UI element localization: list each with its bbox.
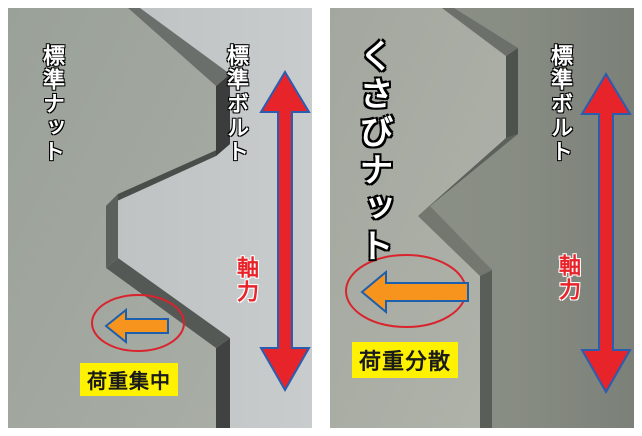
axial-force-label: 軸力: [555, 254, 580, 302]
thread-flank: [106, 144, 230, 206]
load-left-arrow: [360, 269, 469, 315]
wedge-nut-panel: くさびナット 標準ボルト 軸力 荷重分散: [330, 8, 634, 428]
standard-nut-label: 標準ナット: [39, 44, 64, 164]
thread-flank: [216, 338, 230, 428]
standard-nut-panel: 標準ナット 標準ボルト 軸力 荷重集中: [8, 8, 312, 428]
thread-flank: [106, 258, 230, 348]
load-concentration-highlight: [91, 294, 185, 352]
wedge-thread-illustration: [330, 8, 634, 428]
axial-force-label: 軸力: [233, 256, 258, 304]
thread-flank: [506, 48, 518, 138]
load-left-arrow: [104, 307, 169, 345]
standard-thread-illustration: [8, 8, 312, 428]
thread-flank: [106, 194, 118, 268]
axial-double-arrow: [580, 72, 632, 395]
standard-bolt-label: 標準ボルト: [547, 44, 572, 164]
load-distributed-badge: 荷重分散: [352, 342, 459, 378]
axial-double-arrow: [259, 70, 311, 393]
thread-flank: [418, 206, 492, 276]
thread-flank: [480, 270, 492, 428]
thread-flank: [216, 74, 230, 156]
nut-body: [330, 8, 506, 428]
thread-flank: [128, 8, 230, 86]
thread-flank: [442, 8, 518, 56]
wedge-nut-label: くさびナット: [353, 38, 393, 266]
load-concentration-badge: 荷重集中: [80, 363, 178, 396]
standard-bolt-label: 標準ボルト: [223, 44, 248, 164]
